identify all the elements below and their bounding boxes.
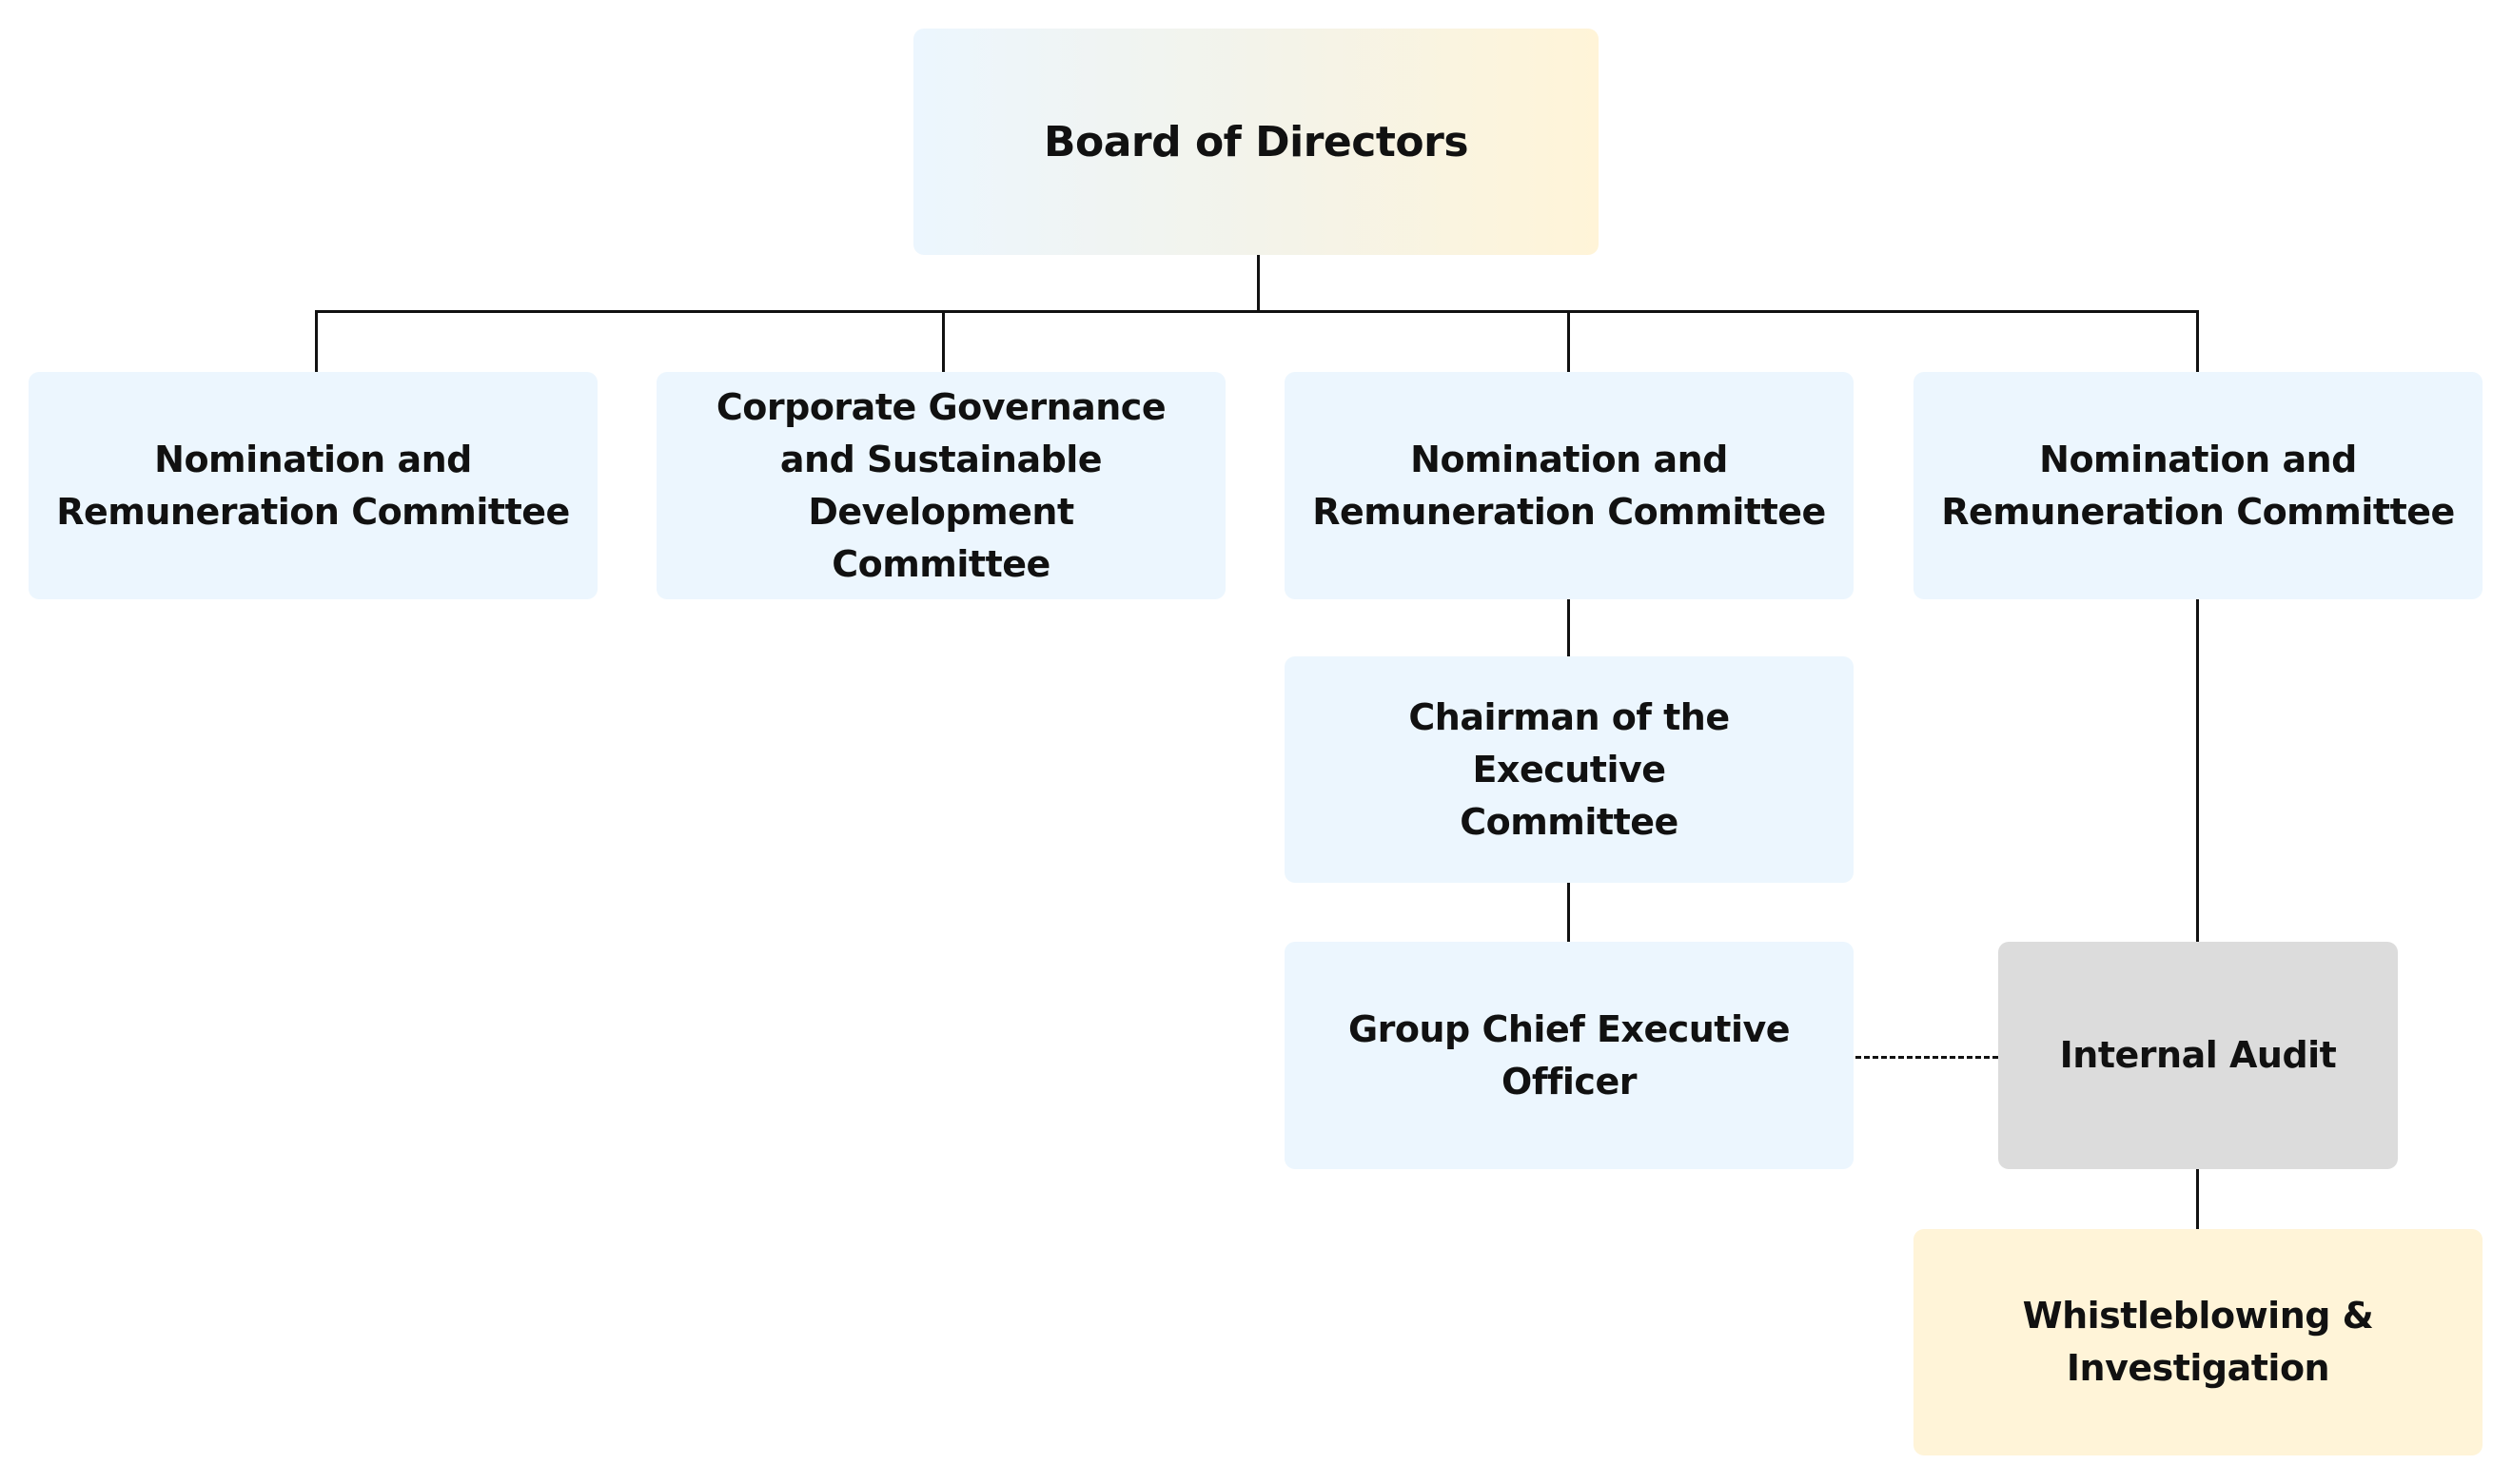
node-board-of-directors: Board of Directors xyxy=(913,29,1599,255)
connector-committee-4 xyxy=(2196,310,2199,372)
connector-audit-whistleblowing xyxy=(2196,1169,2199,1229)
node-group-ceo: Group Chief Executive Officer xyxy=(1285,942,1854,1169)
node-nomination-remuneration-committee-3: Nomination and Remuneration Committee xyxy=(1913,372,2483,599)
connector-committee3-chairman xyxy=(1567,599,1570,656)
connector-committee-1 xyxy=(315,310,318,372)
connector-horizontal-bus xyxy=(315,310,2198,313)
connector-committee4-audit xyxy=(2196,599,2199,942)
node-corporate-governance-committee: Corporate Governance and Sustainable Dev… xyxy=(657,372,1226,599)
connector-chairman-gceo xyxy=(1567,883,1570,942)
connector-committee-2 xyxy=(942,310,945,372)
node-internal-audit: Internal Audit xyxy=(1998,942,2398,1169)
connector-board-down xyxy=(1257,255,1260,312)
node-whistleblowing-investigation: Whistleblowing & Investigation xyxy=(1913,1229,2483,1455)
dotted-connector-gceo-audit xyxy=(1855,1056,1998,1059)
connector-committee-3 xyxy=(1567,310,1570,372)
node-nomination-remuneration-committee-2: Nomination and Remuneration Committee xyxy=(1285,372,1854,599)
node-chairman-executive-committee: Chairman of the Executive Committee xyxy=(1285,656,1854,883)
node-nomination-remuneration-committee-1: Nomination and Remuneration Committee xyxy=(29,372,598,599)
